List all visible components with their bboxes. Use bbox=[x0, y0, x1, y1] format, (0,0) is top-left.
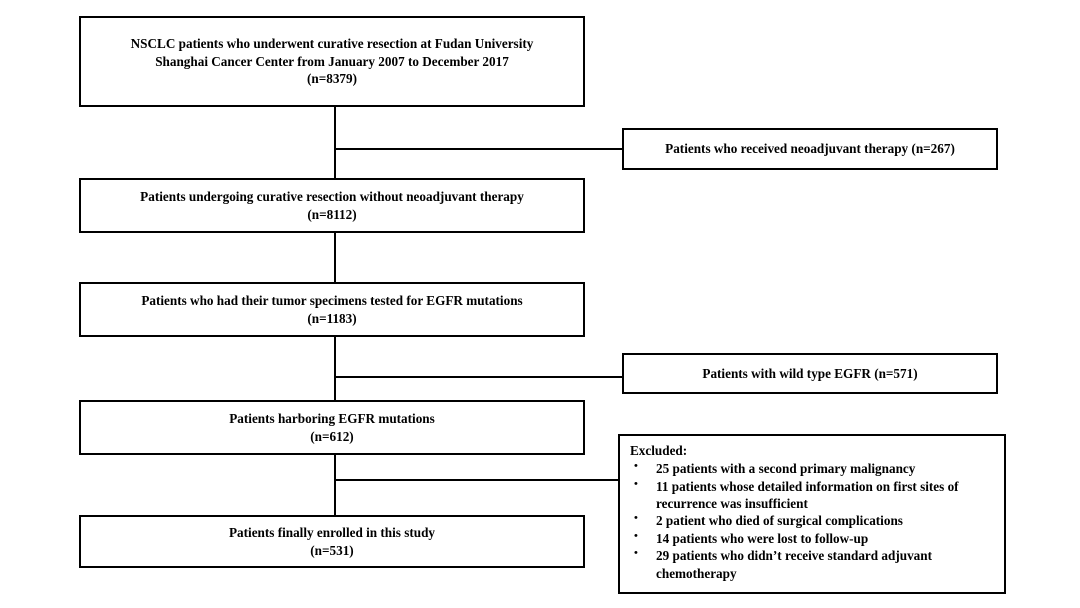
excluded-title: Excluded: bbox=[630, 443, 688, 458]
connector-branch-neoadjuvant bbox=[334, 148, 622, 150]
node-finally-enrolled: Patients finally enrolled in this study … bbox=[79, 515, 585, 568]
node-egfr-mutations: Patients harboring EGFR mutations (n=612… bbox=[79, 400, 585, 455]
connector-mutations-to-enrolled bbox=[334, 455, 336, 515]
node-egfr-tested-line1: Patients who had their tumor specimens t… bbox=[141, 292, 523, 308]
excluded-reason-item: 2 patient who died of surgical complicat… bbox=[630, 511, 998, 529]
node-excluded-wildtype-label: Patients with wild type EGFR (n=571) bbox=[702, 365, 918, 381]
node-no-neoadjuvant-line1: Patients undergoing curative resection w… bbox=[140, 188, 524, 204]
node-screened-count: (n=8379) bbox=[306, 71, 357, 87]
node-excluded-neoadjuvant-label: Patients who received neoadjuvant therap… bbox=[665, 141, 955, 157]
node-finally-enrolled-count: (n=531) bbox=[310, 542, 354, 558]
connector-noneoadj-to-tested bbox=[334, 233, 336, 282]
excluded-reason-list: 25 patients with a second primary malign… bbox=[630, 459, 998, 582]
excluded-reason-item: 29 patients who didn’t receive standard … bbox=[630, 546, 998, 582]
node-excluded-wildtype: Patients with wild type EGFR (n=571) bbox=[622, 353, 998, 394]
connector-branch-wildtype bbox=[334, 376, 622, 378]
node-no-neoadjuvant: Patients undergoing curative resection w… bbox=[79, 178, 585, 233]
node-egfr-mutations-line1: Patients harboring EGFR mutations bbox=[229, 410, 435, 426]
node-screened-patients: NSCLC patients who underwent curative re… bbox=[79, 16, 585, 107]
node-finally-enrolled-line1: Patients finally enrolled in this study bbox=[228, 524, 436, 540]
node-excluded-neoadjuvant: Patients who received neoadjuvant therap… bbox=[622, 128, 998, 170]
node-egfr-mutations-count: (n=612) bbox=[310, 428, 354, 444]
node-excluded-reasons: Excluded: 25 patients with a second prim… bbox=[618, 434, 1006, 594]
node-no-neoadjuvant-count: (n=8112) bbox=[307, 206, 357, 222]
node-egfr-tested-count: (n=1183) bbox=[307, 310, 357, 326]
excluded-reason-item: 11 patients whose detailed information o… bbox=[630, 477, 998, 513]
excluded-reason-item: 25 patients with a second primary malign… bbox=[630, 459, 998, 477]
connector-branch-excluded bbox=[334, 479, 618, 481]
node-screened-line2: Shanghai Cancer Center from January 2007… bbox=[155, 53, 509, 69]
node-egfr-tested: Patients who had their tumor specimens t… bbox=[79, 282, 585, 337]
node-screened-line1: NSCLC patients who underwent curative re… bbox=[130, 35, 534, 51]
connector-tested-to-mutations bbox=[334, 337, 336, 400]
excluded-reason-item: 14 patients who were lost to follow-up bbox=[630, 529, 998, 547]
connector-screened-to-noneoadj bbox=[334, 107, 336, 178]
